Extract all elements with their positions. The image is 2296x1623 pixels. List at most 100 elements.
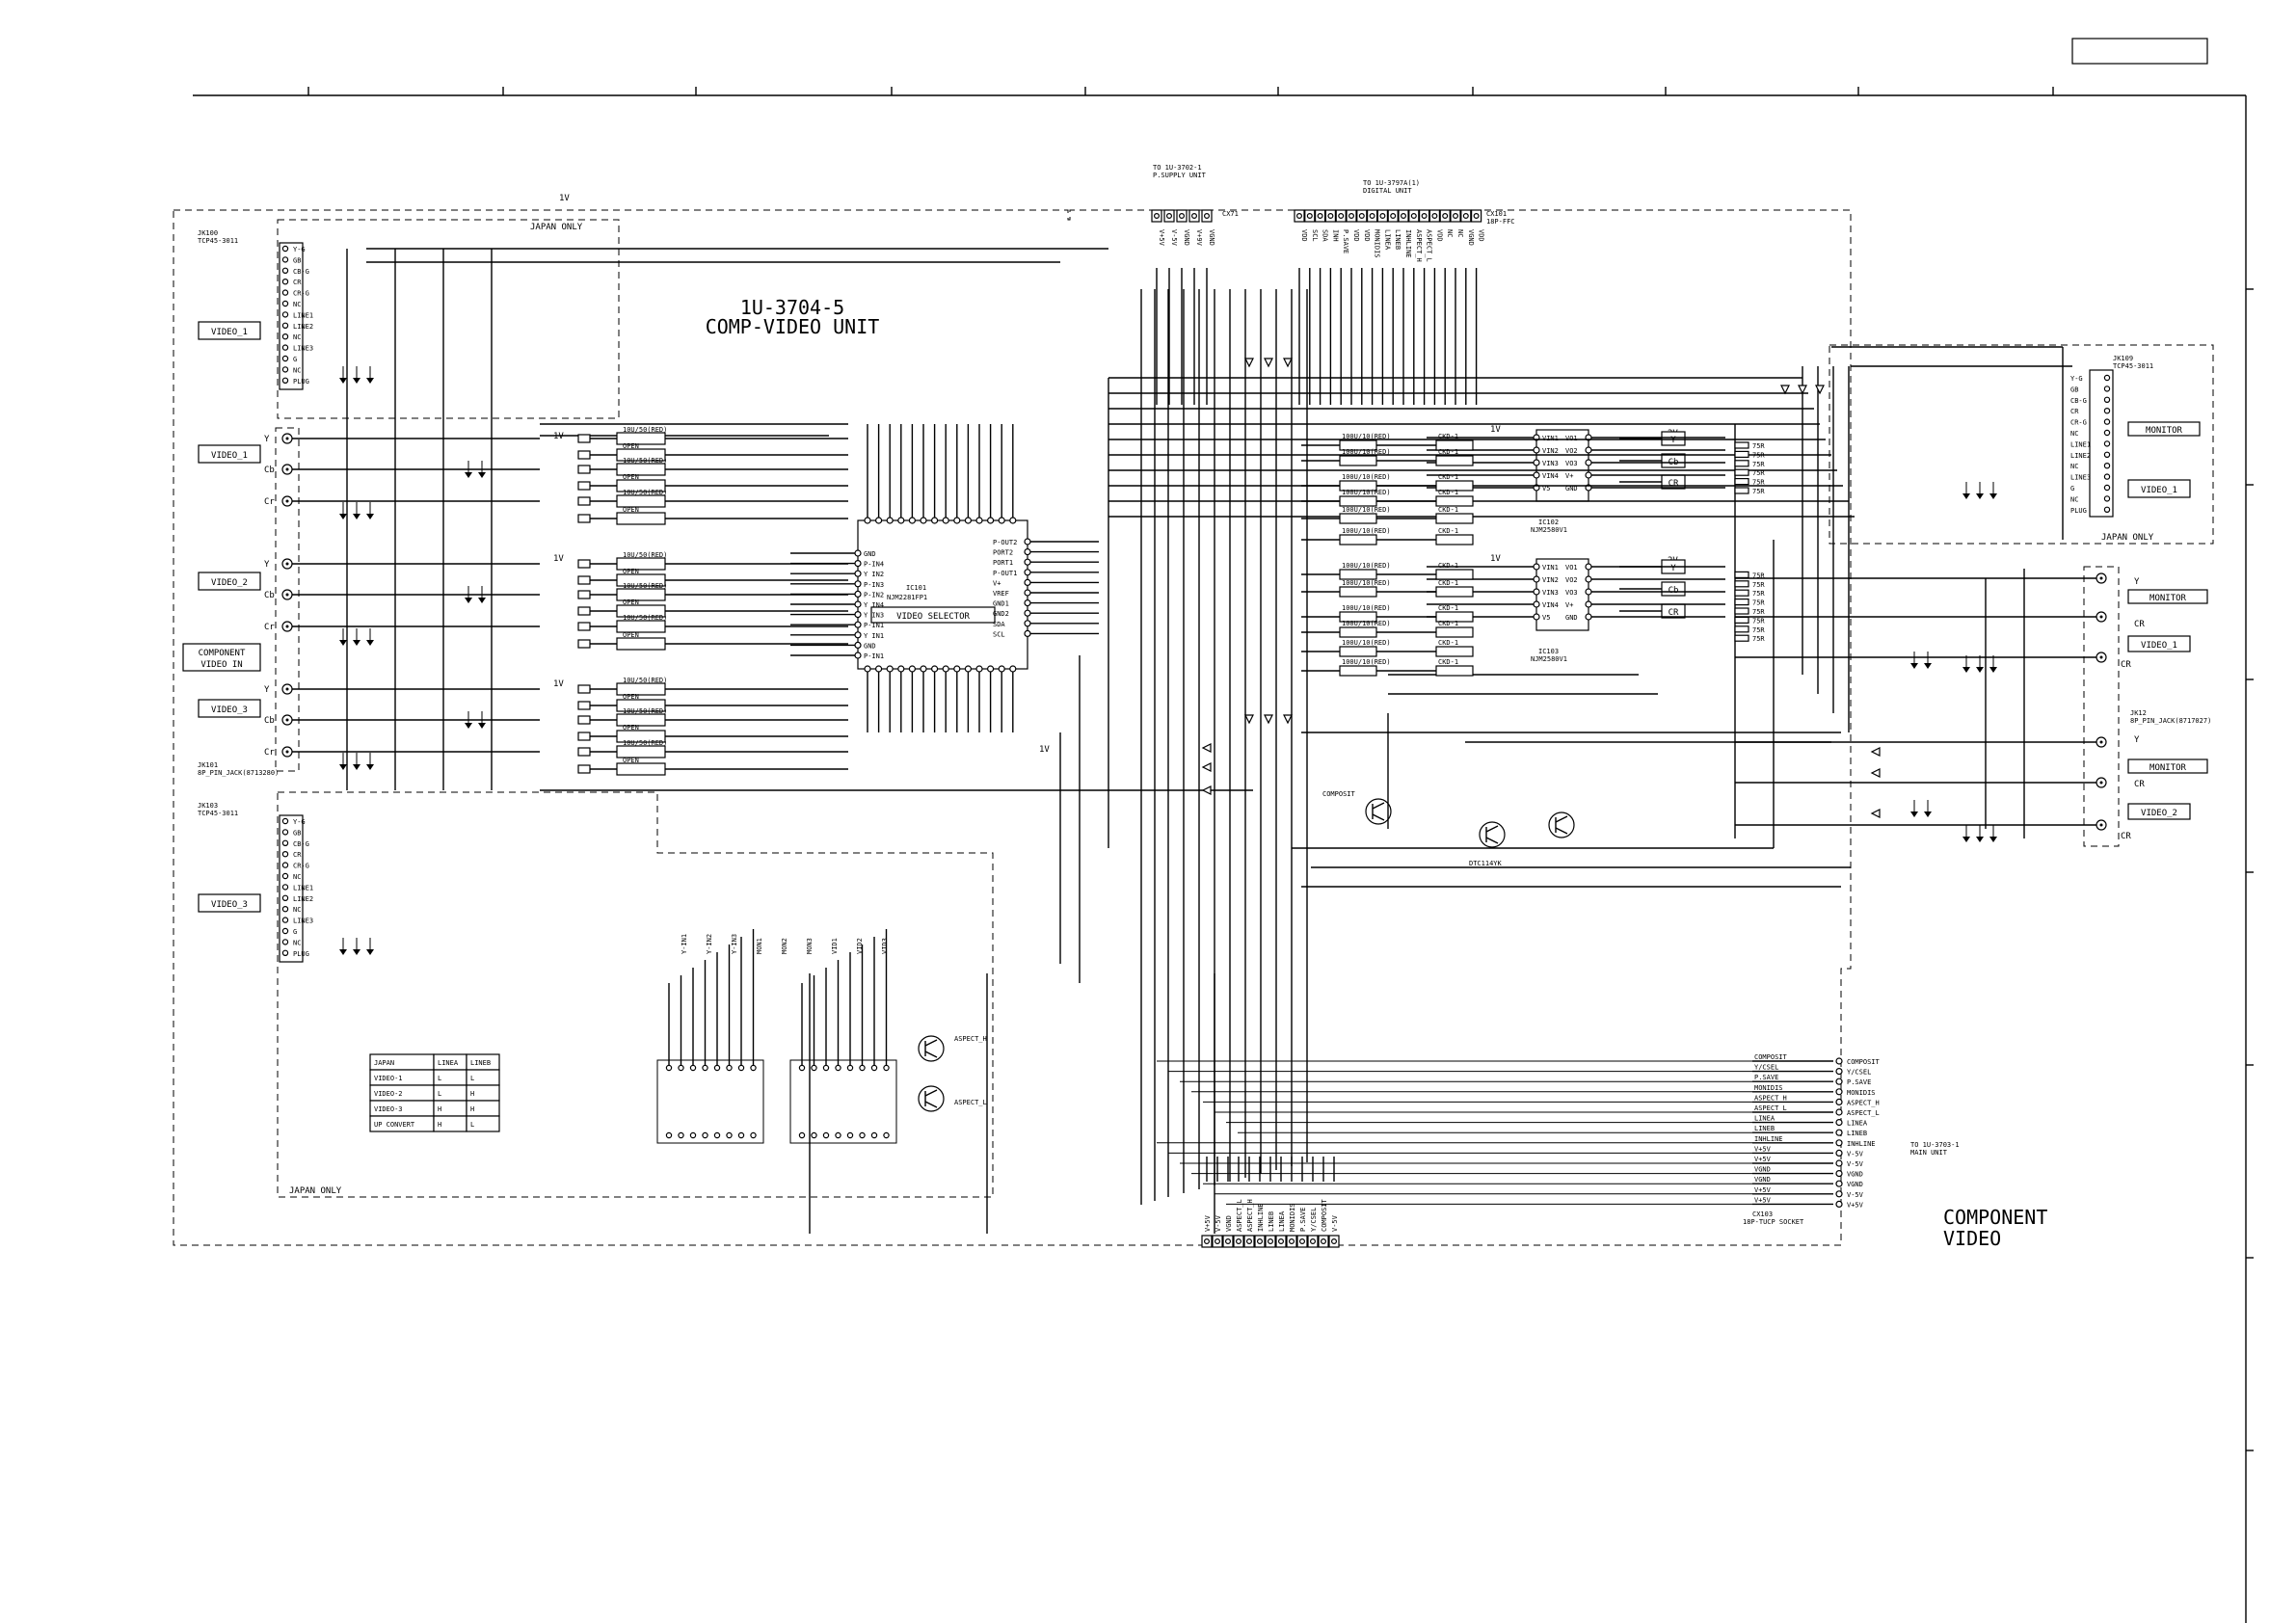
switch-pin (870, 1064, 878, 1072)
capacitor-box (1339, 534, 1377, 545)
header-pin-label: NC (1446, 229, 1454, 237)
cap-value-label: OPEN (623, 506, 639, 514)
jack-pin (281, 267, 289, 274)
ic-pin (1024, 569, 1031, 576)
cap-value-label: 10U/50(RED) (623, 739, 667, 747)
resistor (577, 732, 591, 741)
cap-value-label: 100U/10(RED) (1342, 506, 1391, 514)
connector-pin-label: ASPECT_L (1847, 1109, 1880, 1117)
signal-arrow (1201, 762, 1212, 772)
header-pin-hole (1256, 1237, 1263, 1244)
jack-pin (281, 851, 289, 858)
monitor-label-top: MONITOR (2127, 421, 2201, 437)
diode (1910, 663, 1918, 669)
resistor (1734, 589, 1749, 597)
diode (465, 472, 472, 478)
cap-value-label: 10U/50(RED) (623, 426, 667, 434)
japan-only-region-bottom (277, 791, 994, 1198)
connector-pin-label: LINEB (1847, 1130, 1867, 1137)
ic103-buffer: IC103 NJM2580V1 VIN1VIN2VIN3VIN4V5VO1VO2… (1531, 558, 1592, 663)
matrix-net-label: MON1 (756, 938, 763, 954)
table-cell-text: VIDEO-1 (374, 1075, 403, 1082)
cap-value-label: OPEN (623, 599, 639, 606)
jack-pin-label: G (2070, 485, 2074, 492)
cap-value-label: 100U/10(RED) (1342, 604, 1391, 612)
switch-pin (798, 1131, 806, 1139)
header-pin-label: ASPECT_L (1426, 229, 1433, 262)
cap-value-label: CKD-1 (1438, 448, 1458, 456)
unit-subtitle: COMP-VIDEO UNIT (706, 315, 880, 338)
switch-pin (737, 1131, 745, 1139)
capacitor-box (1435, 439, 1474, 451)
table-cell-text: H (470, 1090, 474, 1098)
switch-pin (859, 1064, 866, 1072)
header-pin-hole (1410, 213, 1417, 220)
cap-value-label: CKD-1 (1438, 620, 1458, 627)
header-pin-hole (1214, 1237, 1220, 1244)
ic-pin-label: P-IN1 (864, 652, 884, 660)
video2-label: VIDEO_2 (198, 572, 261, 591)
capacitor-box (616, 463, 666, 476)
table-cell-text: H (438, 1121, 441, 1129)
diode (1924, 812, 1932, 817)
signal-arrow (1780, 385, 1790, 395)
jack-pin-label: NC (293, 873, 301, 881)
cap-value-label: 100U/10(RED) (1342, 658, 1391, 666)
header-pin-label: V-5V (1170, 229, 1178, 247)
cap-value-label: OPEN (623, 724, 639, 732)
header-pin-hole (1235, 1237, 1241, 1244)
jack-pin-label: NC (293, 333, 301, 341)
transistor-label: ASPECT_H (954, 1035, 987, 1043)
ic-pin (1024, 547, 1031, 556)
cap-value-label: 100U/10(RED) (1342, 433, 1391, 440)
cap-value-label: 100U/10(RED) (1342, 579, 1391, 587)
ic-pin-label: VO3 (1565, 589, 1578, 597)
switch-pin (713, 1131, 721, 1139)
capacitor-box (616, 637, 666, 651)
capacitor-box (616, 512, 666, 525)
diode (339, 764, 347, 770)
matrix-net-label: VID3 (881, 938, 889, 954)
ic-pin (854, 570, 862, 577)
header-pin-hole (1190, 213, 1197, 220)
y-out-label-1: Y (2134, 577, 2140, 587)
ic-pin (986, 665, 995, 673)
connector-pin (1835, 1057, 1843, 1065)
ic-pin (1585, 446, 1592, 454)
rca-jack-center (285, 499, 289, 503)
ic-pin-label: Y IN3 (864, 612, 884, 620)
capacitor-box (1435, 665, 1474, 677)
rca-jack-label: Cb (264, 466, 275, 475)
capacitor-box (1435, 495, 1474, 507)
ic101-name: VIDEO SELECTOR (896, 612, 970, 622)
svg-text:JK103: JK103 (198, 802, 218, 810)
ic-pin (1533, 613, 1540, 621)
jack-pin (281, 829, 289, 836)
header-pin-label: V-5V (1215, 1214, 1222, 1232)
ic-pin-label: P-IN1 (864, 622, 884, 629)
resistor (1734, 607, 1749, 615)
jack-pin-label: Y-G (293, 246, 306, 253)
cap-value-label: CKD-1 (1438, 527, 1458, 535)
resistor (1734, 598, 1749, 606)
japan-only-label-top: JAPAN ONLY (530, 223, 583, 232)
switch-pin (822, 1131, 830, 1139)
transistor-label: DTC114YK (1469, 860, 1503, 867)
transistor (918, 1085, 945, 1112)
header-pin-hole (1421, 213, 1428, 220)
ic-pin (1533, 600, 1540, 608)
ic-pin (1024, 578, 1031, 587)
resistor-value: 75R (1752, 599, 1765, 607)
resistor-value: 75R (1752, 442, 1765, 450)
transistor (918, 1035, 945, 1062)
jack-pin-label: GB (293, 256, 301, 264)
capacitor-box (1435, 569, 1474, 580)
diode (478, 723, 486, 729)
capacitor-box (616, 494, 666, 508)
rca-jack-label: Y (264, 435, 270, 444)
resistor (1734, 450, 1749, 458)
jack-pin-label: GB (2070, 386, 2078, 393)
cap-value-label: 100U/10(RED) (1342, 473, 1391, 481)
diode (465, 598, 472, 603)
ic-pin-label: V+ (993, 579, 1001, 587)
